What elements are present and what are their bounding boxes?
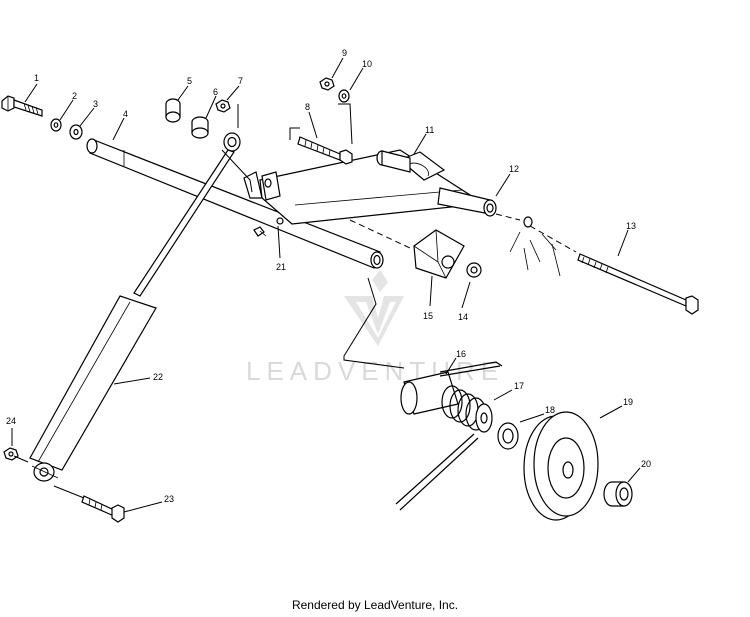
part-23-bolt xyxy=(81,495,125,523)
callout-4: 4 xyxy=(123,109,128,119)
callout-9: 9 xyxy=(342,48,347,58)
callout-24: 24 xyxy=(6,416,16,426)
callout-6: 6 xyxy=(213,87,218,97)
part-3-washer xyxy=(69,124,83,140)
part-5-bushing xyxy=(165,98,181,123)
callout-19: 19 xyxy=(623,397,633,407)
leadventure-logo xyxy=(344,270,404,346)
part-21-grease-fitting xyxy=(253,217,284,237)
footer-credit: Rendered by LeadVenture, Inc. xyxy=(291,598,459,612)
callout-22: 22 xyxy=(153,372,163,382)
part-2-washer xyxy=(50,118,62,132)
part-24-nut xyxy=(3,447,19,461)
assembly-guide-lines xyxy=(13,103,577,499)
part-1-bolt xyxy=(1,95,43,117)
callout-18: 18 xyxy=(545,405,555,415)
part-20-bearing xyxy=(603,481,633,507)
callout-7: 7 xyxy=(238,76,243,86)
part-7-nut xyxy=(215,99,231,113)
watermark-text: LEADVENTURE xyxy=(246,356,504,386)
callout-8: 8 xyxy=(305,102,310,112)
part-17-torsion-spring xyxy=(395,385,493,511)
callout-13: 13 xyxy=(626,221,636,231)
callout-11: 11 xyxy=(425,125,434,135)
callout-2: 2 xyxy=(72,91,77,101)
part-10-washer xyxy=(338,89,350,103)
part-14-washer xyxy=(466,262,482,278)
leader-lines xyxy=(11,57,641,513)
part-15-bracket-block xyxy=(413,229,465,279)
watermark: LEADVENTURE xyxy=(246,270,504,386)
part-18-washer xyxy=(497,422,519,450)
callout-3: 3 xyxy=(93,99,98,109)
part-16-idler-shaft xyxy=(400,361,503,415)
callout-16: 16 xyxy=(456,349,466,359)
callout-17: 17 xyxy=(514,381,524,391)
callout-numbers: 1 2 3 4 5 6 7 8 9 10 11 12 13 14 15 16 1… xyxy=(6,48,651,504)
callout-5: 5 xyxy=(187,76,192,86)
callout-12: 12 xyxy=(509,164,519,174)
part-22-shock-absorber xyxy=(29,132,241,482)
part-12-pivot-end xyxy=(509,216,561,277)
callout-1: 1 xyxy=(34,73,39,83)
callout-21: 21 xyxy=(276,262,286,272)
part-11-swing-arm xyxy=(243,149,497,225)
callout-10: 10 xyxy=(362,59,372,69)
part-8-bolt xyxy=(297,136,353,165)
callout-14: 14 xyxy=(458,312,468,322)
callout-20: 20 xyxy=(641,459,651,469)
part-6-bushing xyxy=(191,116,209,139)
part-13-long-bolt xyxy=(577,253,699,315)
callout-23: 23 xyxy=(164,494,174,504)
callout-15: 15 xyxy=(423,311,433,321)
part-19-idler-wheel xyxy=(523,411,599,521)
part-9-nut xyxy=(319,77,335,91)
